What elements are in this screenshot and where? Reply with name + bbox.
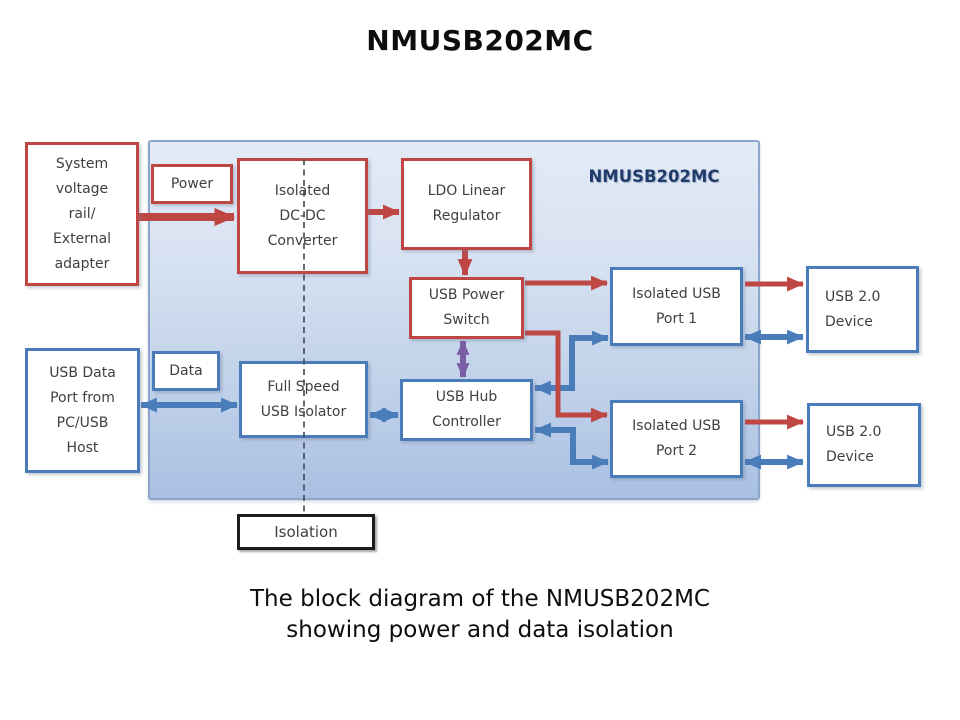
block-usb-hub-controller: USB Hub Controller — [400, 379, 533, 441]
block-system-voltage-rail: System voltage rail/ External adapter — [25, 142, 139, 286]
block-label-line: USB Data — [49, 364, 116, 381]
block-label-line: voltage — [55, 180, 109, 197]
block-label-line: LDO Linear — [427, 183, 506, 199]
block-label-line: Regulator — [432, 208, 501, 224]
block-label-line: Full Speed — [267, 378, 340, 395]
block-label-line: DC-DC — [279, 207, 326, 224]
block-full-speed-usb-isolator: Full Speed USB Isolator — [239, 361, 368, 438]
block-isolated-dcdc-converter: Isolated DC-DC Converter — [237, 158, 368, 274]
block-label-line: Controller — [432, 414, 501, 430]
block-power-tag: Power — [151, 164, 233, 204]
block-label-line: Switch — [443, 312, 490, 328]
block-isolated-usb-port2: Isolated USB Port 2 — [610, 400, 743, 478]
panel-label: NMUSB202MC — [588, 167, 720, 186]
caption-line-2: showing power and data isolation — [286, 617, 674, 643]
block-label-line: Isolated USB — [632, 285, 721, 302]
block-usb20-device-2: USB 2.0 Device — [807, 403, 921, 487]
block-label-line: External — [52, 230, 112, 247]
block-label-line: Port 1 — [655, 310, 698, 327]
block-label-line: USB Isolator — [260, 403, 347, 420]
block-isolated-usb-port1: Isolated USB Port 1 — [610, 267, 743, 346]
block-label-line: rail/ — [68, 205, 96, 222]
block-label-line: Isolated USB — [632, 418, 721, 434]
block-label-line: adapter — [54, 255, 110, 272]
block-label-line: Converter — [267, 232, 338, 249]
block-isolation-tag: Isolation — [237, 514, 375, 550]
block-label-line: Port 2 — [655, 443, 698, 459]
caption-line-1: The block diagram of the NMUSB202MC — [250, 586, 710, 612]
page-title: NMUSB202MC — [366, 24, 594, 57]
block-ldo-linear-regulator: LDO Linear Regulator — [401, 158, 532, 250]
block-data-tag: Data — [152, 351, 220, 391]
block-label-line: Isolated — [274, 182, 331, 199]
block-label-line: USB 2.0 — [826, 424, 882, 440]
block-label-line: PC/USB — [56, 414, 109, 431]
block-label-line: Power — [170, 175, 214, 192]
block-label-line: System — [55, 155, 109, 172]
block-usb20-device-1: USB 2.0 Device — [806, 266, 919, 353]
block-label-line: Isolation — [274, 522, 338, 541]
block-label-line: USB Hub — [435, 389, 498, 405]
block-usb-power-switch: USB Power Switch — [409, 277, 524, 339]
block-usb-data-port: USB Data Port from PC/USB Host — [25, 348, 140, 473]
block-label-line: USB 2.0 — [825, 288, 881, 305]
block-label-line: Device — [826, 449, 874, 465]
block-label-line: USB Power — [428, 287, 505, 303]
block-label-line: Device — [825, 313, 873, 330]
caption: The block diagram of the NMUSB202MC show… — [0, 584, 960, 646]
block-label-line: Host — [66, 439, 99, 456]
block-label-line: Data — [169, 362, 203, 379]
block-label-line: Port from — [50, 389, 115, 406]
